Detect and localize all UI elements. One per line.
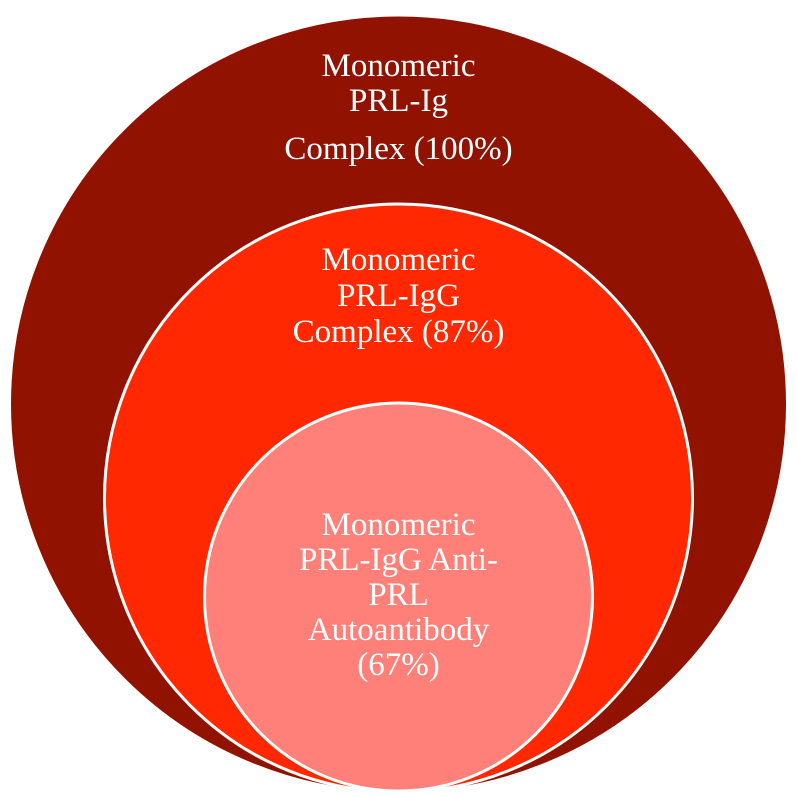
middle-label-line-3: Complex (87%) <box>293 314 505 350</box>
outer-label-line-1: Monomeric <box>322 48 476 84</box>
middle-circle-label: Monomeric PRL-IgG Complex (87%) <box>293 242 505 350</box>
inner-label-line-4: Autoantibody <box>308 612 490 648</box>
middle-label-line-2: PRL-IgG <box>337 278 460 314</box>
outer-circle-label: Monomeric PRL-Ig Complex (100%) <box>284 48 512 167</box>
inner-label-line-1: Monomeric <box>322 507 476 543</box>
inner-label-line-5: (67%) <box>357 647 439 683</box>
inner-label-line-2: PRL-IgG Anti- <box>299 542 498 578</box>
outer-label-line-2: PRL-Ig <box>349 83 448 119</box>
middle-label-line-1: Monomeric <box>322 242 476 278</box>
inner-circle-label: Monomeric PRL-IgG Anti- PRL Autoantibody… <box>299 507 498 683</box>
outer-label-line-3: Complex (100%) <box>284 131 512 167</box>
inner-circle <box>203 401 594 793</box>
inner-label-line-3: PRL <box>368 577 429 613</box>
